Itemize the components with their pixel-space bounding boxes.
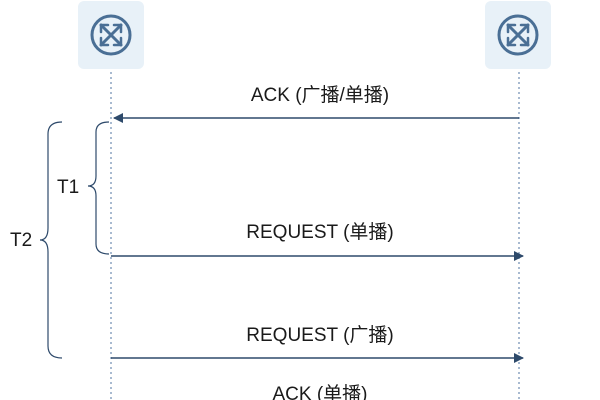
message-label-request-unicast: REQUEST (单播) [246,222,394,243]
t1-brace [87,121,110,255]
message-label-ack-broadcast-unicast: ACK (广播/单播) [250,85,390,106]
timer-label-t1: T1 [57,177,80,198]
timer-label-t2: T2 [10,230,33,251]
message-label-ack-unicast: ACK (单播) [272,384,368,400]
router-icon [78,1,144,69]
t2-brace [39,121,63,359]
router-icon [485,1,551,69]
message-label-request-broadcast: REQUEST (广播) [246,325,394,346]
